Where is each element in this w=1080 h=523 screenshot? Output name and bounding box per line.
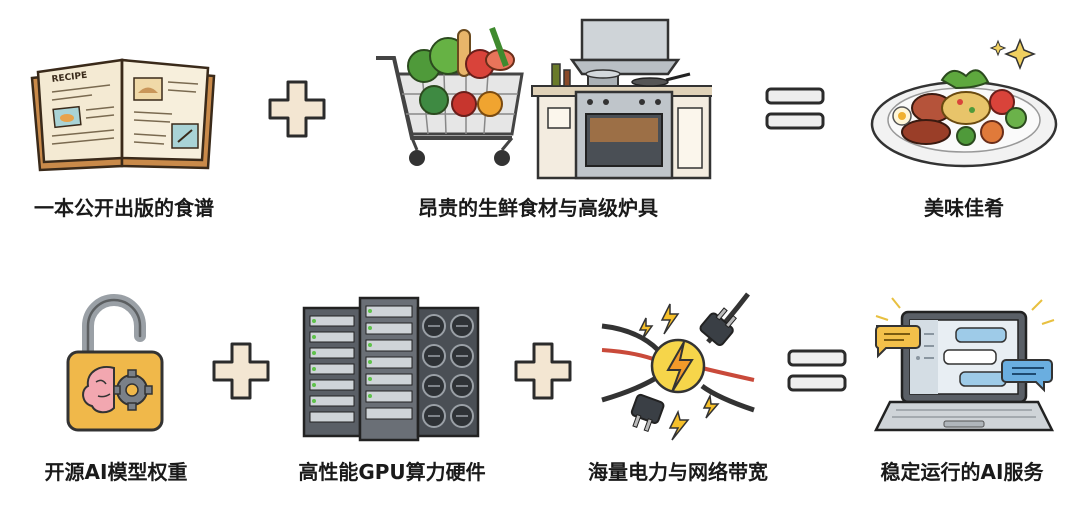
equals-icon bbox=[765, 87, 825, 130]
plus-icon bbox=[212, 342, 270, 400]
open-lock-brain-icon bbox=[66, 294, 164, 432]
recipe-book-icon: RECIPE bbox=[30, 58, 216, 172]
plus-icon bbox=[268, 80, 326, 138]
power-plug-lightning-icon bbox=[601, 292, 755, 441]
caption-open-weights: 开源AI模型权重 bbox=[44, 460, 188, 484]
book-label: RECIPE bbox=[51, 71, 88, 85]
gpu-server-rack-icon bbox=[302, 296, 480, 442]
laptop-chat-icon bbox=[873, 297, 1055, 432]
plated-meal-icon bbox=[870, 37, 1058, 168]
plus-icon bbox=[514, 342, 572, 400]
caption-recipe-book: 一本公开出版的食谱 bbox=[34, 196, 214, 220]
caption-ai-service: 稳定运行的AI服务 bbox=[880, 460, 1044, 484]
caption-delicious-dish: 美味佳肴 bbox=[924, 196, 1004, 220]
grocery-cart-and-stove-icon bbox=[376, 18, 712, 180]
equals-icon bbox=[787, 349, 847, 392]
caption-power-bandwidth: 海量电力与网络带宽 bbox=[588, 460, 768, 484]
caption-gpu-hardware: 高性能GPU算力硬件 bbox=[298, 460, 486, 484]
caption-ingredients-stove: 昂贵的生鲜食材与高级炉具 bbox=[418, 196, 658, 220]
